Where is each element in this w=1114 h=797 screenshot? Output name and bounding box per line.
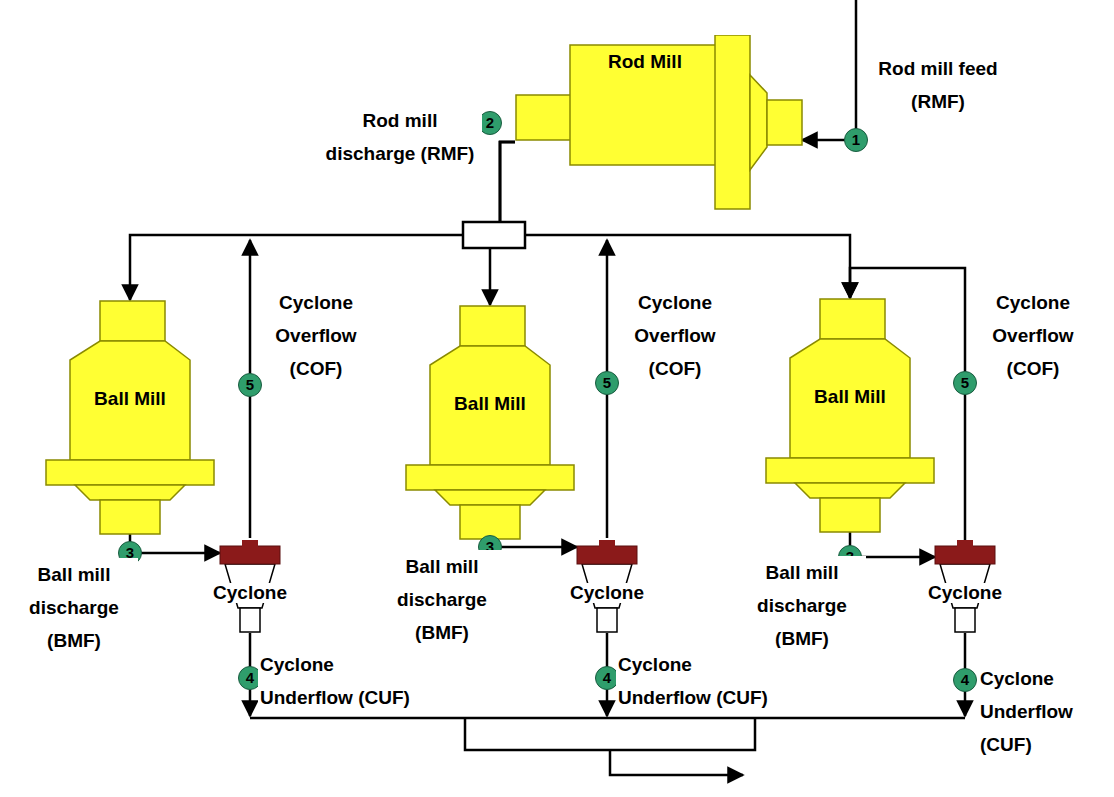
ball-mill-part: [795, 483, 905, 498]
splitter-box: [463, 222, 525, 248]
ball-mill-part: [766, 458, 934, 483]
stream-label: Cyclone Underflow (CUF): [258, 648, 430, 714]
ball-mill: Ball Mill: [45, 300, 215, 535]
ball-mill-part: [70, 341, 190, 460]
cyclone-head: [957, 540, 973, 547]
cyclone-head: [935, 546, 995, 564]
stream-label: Cyclone Overflow (COF): [255, 286, 377, 385]
underflow-collector: [250, 717, 965, 720]
stream-label: Cyclone Underflow (CUF): [616, 648, 788, 714]
stream-label: Ball mill discharge (BMF): [10, 558, 138, 657]
cyclone-head: [220, 546, 280, 564]
ball-mill-shape: [765, 298, 935, 533]
node-label: Ball Mill: [450, 393, 530, 415]
cyclone-head: [599, 540, 615, 547]
callout-number: 1: [844, 128, 868, 152]
callout-number: 5: [953, 371, 977, 395]
rod-mill-part: [750, 75, 767, 170]
ball-mill-part: [75, 485, 185, 500]
cyclone-head: [242, 540, 258, 547]
flow-connector: [850, 531, 935, 557]
ball-mill-part: [100, 301, 165, 341]
ball-mill-part: [460, 306, 525, 346]
node-label: Cyclone: [920, 583, 1010, 603]
cyclone: Cyclone: [557, 538, 657, 633]
stream-label: Cyclone Overflow (COF): [614, 286, 736, 385]
node-label: Cyclone: [205, 583, 295, 603]
node-label: Cyclone: [562, 583, 652, 603]
ball-mill-part: [820, 498, 880, 532]
rod-mill-part: [715, 35, 750, 209]
ball-mill-part: [435, 490, 545, 505]
cyclone-spigot: [240, 608, 260, 632]
ball-mill-part: [460, 505, 520, 539]
callout-number: 5: [238, 373, 262, 397]
feed-line: [802, 0, 856, 140]
ball-mill-part: [790, 339, 910, 458]
cyclone: Cyclone: [200, 538, 300, 633]
ball-mill: Ball Mill: [765, 298, 935, 533]
cyclone-spigot: [955, 608, 975, 632]
cyclone: Cyclone: [915, 538, 1015, 633]
stream-label: Cyclone Underflow (CUF): [978, 662, 1094, 761]
ball-mill-shape: [405, 305, 575, 540]
callout-number: 4: [953, 668, 977, 692]
ball-mill-part: [820, 299, 885, 339]
rod-mill: Rod Mill: [515, 35, 805, 210]
stream-label: Ball mill discharge (BMF): [738, 556, 866, 655]
ball-mill-part: [406, 465, 574, 490]
rod-mill-part: [767, 100, 802, 145]
node-label: Ball Mill: [90, 388, 170, 410]
rod-mill-part: [570, 45, 720, 165]
collector-bracket: [465, 718, 755, 750]
stream-label: Rod mill discharge (RMF): [318, 104, 482, 170]
cyclone-head: [577, 546, 637, 564]
callout-number: 5: [595, 371, 619, 395]
ball-mill-part: [46, 460, 214, 485]
stream-label: Cyclone Overflow (COF): [972, 286, 1094, 385]
flow-connector: [130, 533, 220, 553]
stream-label: Ball mill discharge (BMF): [378, 550, 506, 649]
ball-mill: Ball Mill: [405, 305, 575, 540]
stream-label: Rod mill feed (RMF): [872, 52, 1004, 118]
cyclone-spigot: [597, 608, 617, 632]
node-label: Ball Mill: [810, 386, 890, 408]
ball-mill-shape: [45, 300, 215, 535]
product-line: [610, 750, 743, 775]
ball-mill-part: [430, 346, 550, 465]
rod-mill-part: [516, 95, 571, 140]
node-label: Rod Mill: [570, 51, 720, 73]
ball-mill-part: [100, 500, 160, 534]
